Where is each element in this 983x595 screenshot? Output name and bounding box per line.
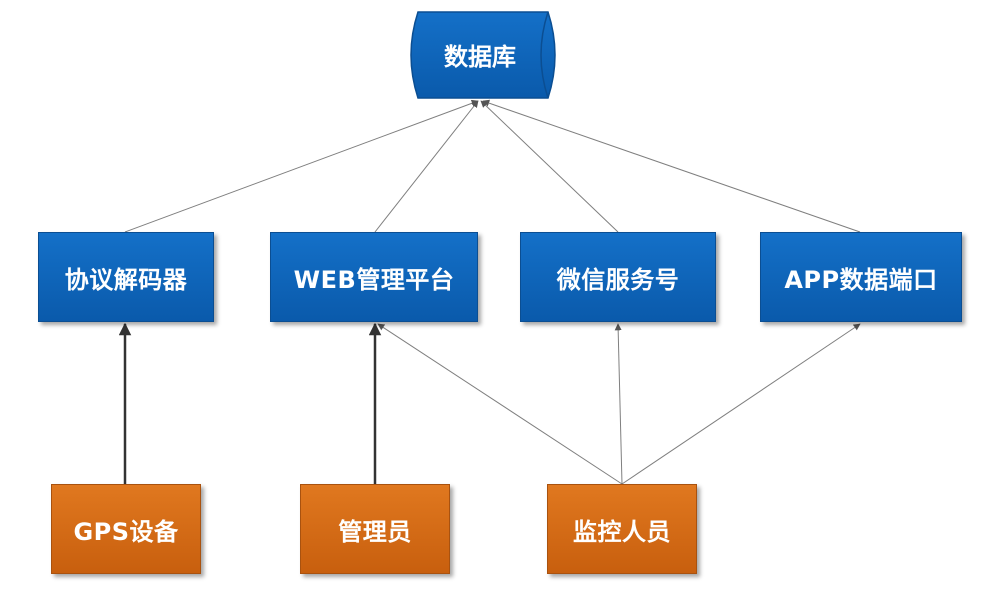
connector-monitor-web <box>377 323 623 485</box>
connector-monitor-app <box>621 323 861 485</box>
connector-decoder-database <box>124 99 479 233</box>
monitor-staff-node: 监控人员 <box>547 484 697 574</box>
connector-app-database <box>482 99 861 233</box>
connector-wechat-database <box>480 100 619 233</box>
gps-device-node: GPS设备 <box>51 484 201 574</box>
app-port-node: APP数据端口 <box>760 232 962 322</box>
database-cylinder <box>410 11 556 99</box>
connector-monitor-wechat <box>614 323 623 485</box>
decoder-node: 协议解码器 <box>38 232 214 322</box>
connector-web-database <box>374 100 479 233</box>
admin-node: 管理员 <box>300 484 450 574</box>
database-label: 数据库 <box>444 42 516 71</box>
wechat-node: 微信服务号 <box>520 232 716 322</box>
web-platform-node: WEB管理平台 <box>270 232 478 322</box>
